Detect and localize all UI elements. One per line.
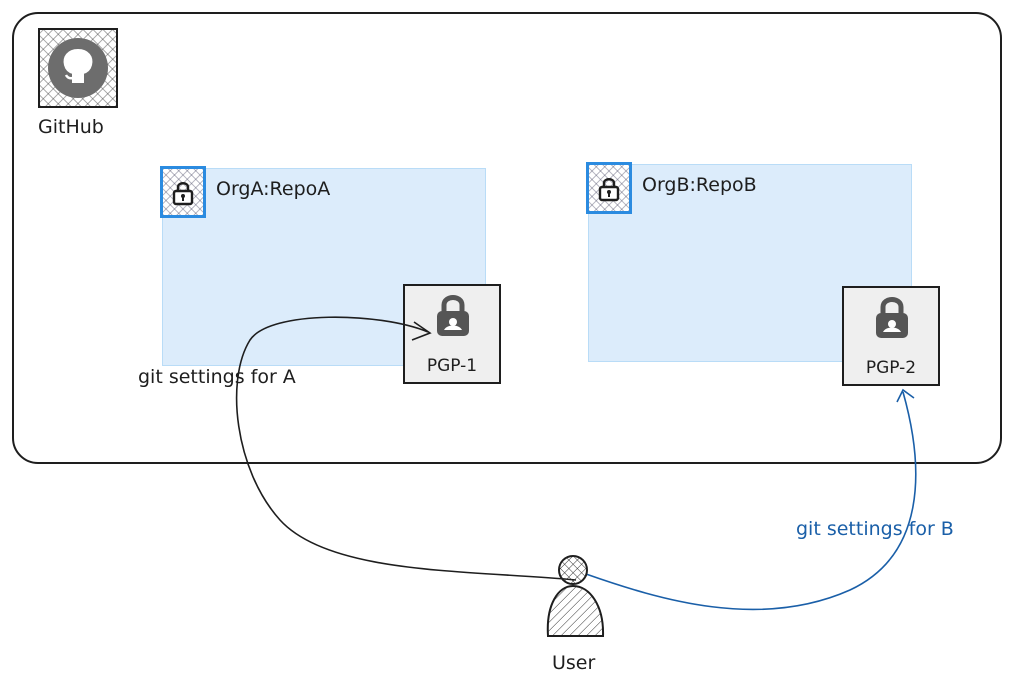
arrowhead-a [411,321,432,341]
pgp-1-label: PGP-1 [426,356,478,376]
connector-b [585,391,917,611]
lock-icon [172,182,194,206]
pgp-1-key: PGP-1 [403,284,501,384]
user-icon [546,555,605,637]
github-logo [38,28,118,108]
edge-label-a: git settings for A [138,366,296,388]
lock-icon [598,178,620,202]
repo-b-title: OrgB:RepoB [642,174,757,196]
connector-a [235,316,577,581]
github-label: GitHub [38,116,104,138]
pgp-2-label: PGP-2 [865,358,917,378]
repo-a-lock [160,166,206,218]
github-icon [63,48,93,83]
padlock-icon [876,297,908,338]
edge-label-b: git settings for B [796,518,954,540]
user-label: User [552,652,596,674]
pgp-2-key: PGP-2 [842,286,940,386]
padlock-icon [437,295,469,336]
github-container [12,12,1002,464]
arrowhead-b [896,388,915,403]
repo-a-title: OrgA:RepoA [216,178,331,200]
repo-b-lock [586,162,632,214]
